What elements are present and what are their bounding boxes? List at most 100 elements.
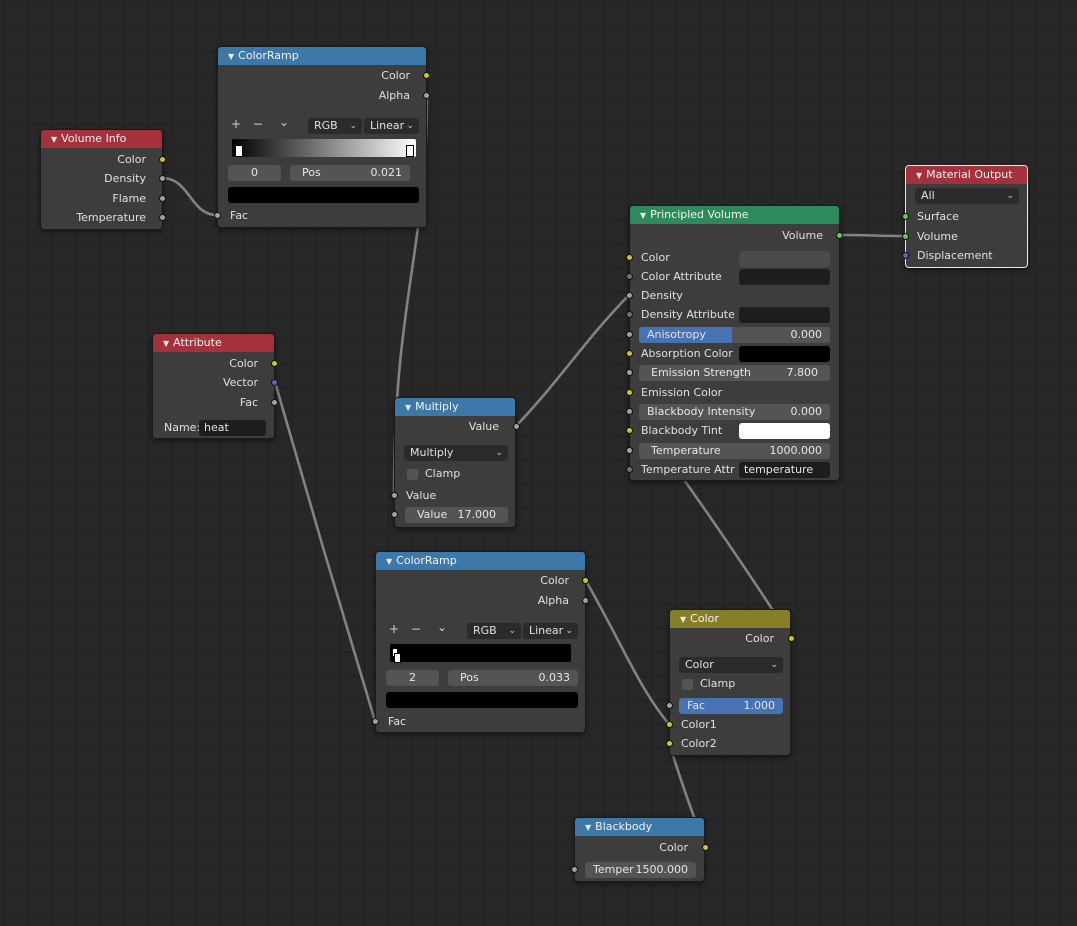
node-header[interactable]: ▼Color [670, 610, 790, 628]
add-stop-button[interactable]: + [231, 117, 242, 131]
collapse-icon[interactable]: ▼ [916, 171, 923, 180]
color-ramp-gradient[interactable] [232, 139, 416, 157]
density-attribute-field[interactable] [739, 307, 830, 323]
input-socket-color[interactable] [626, 254, 633, 261]
color-swatch[interactable] [739, 251, 830, 267]
collapse-icon[interactable]: ▼ [228, 52, 235, 61]
input-socket-displacement[interactable] [902, 252, 909, 259]
clamp-checkbox[interactable] [682, 679, 693, 690]
principled-volume-node[interactable]: ▼Principled Volume Volume Color Color At… [626, 205, 843, 481]
output-socket-fac[interactable] [271, 399, 278, 406]
output-socket-temperature[interactable] [159, 214, 166, 221]
output-socket-vector[interactable] [271, 379, 278, 386]
collapse-icon[interactable]: ▼ [163, 339, 170, 348]
node-header[interactable]: ▼Attribute [153, 334, 274, 352]
input-socket-absorption-color[interactable] [626, 350, 633, 357]
input-socket-blackbody-intensity[interactable] [626, 408, 633, 415]
output-socket-alpha[interactable] [582, 597, 589, 604]
output-socket-density[interactable] [159, 175, 166, 182]
stop-index-field[interactable]: 2 [386, 670, 439, 686]
stop-index-field[interactable]: 0 [228, 165, 281, 181]
target-select[interactable]: All⌄ [915, 188, 1019, 204]
blend-mode-select[interactable]: Color⌄ [679, 657, 783, 673]
input-socket-value-1[interactable] [391, 492, 398, 499]
material-output-node[interactable]: ▼Material Output All⌄ Surface Volume Dis… [902, 165, 1028, 268]
collapse-icon[interactable]: ▼ [51, 135, 58, 144]
interpolation-select[interactable]: Linear⌄ [523, 623, 578, 639]
input-socket-color1[interactable] [666, 721, 673, 728]
blackbody-tint-swatch[interactable] [739, 423, 830, 439]
stop-color-swatch[interactable] [228, 187, 419, 203]
ramp-stop-active[interactable] [394, 653, 401, 663]
output-socket-flame[interactable] [159, 195, 166, 202]
input-socket-color-attribute[interactable] [626, 273, 633, 280]
output-socket-color[interactable] [159, 156, 166, 163]
remove-stop-button[interactable]: − [253, 117, 264, 131]
node-header[interactable]: ▼Volume Info [41, 130, 162, 148]
ramp-stop-white[interactable] [406, 145, 414, 157]
collapse-icon[interactable]: ▼ [405, 403, 412, 412]
output-socket-color[interactable] [423, 72, 430, 79]
output-socket-color[interactable] [702, 844, 709, 851]
input-socket-temperature[interactable] [626, 447, 633, 454]
ramp-stop-black[interactable] [235, 145, 243, 157]
remove-stop-button[interactable]: − [411, 622, 422, 636]
output-socket-color[interactable] [788, 635, 795, 642]
input-socket-color2[interactable] [666, 740, 673, 747]
output-socket-color[interactable] [582, 577, 589, 584]
collapse-icon[interactable]: ▼ [386, 557, 393, 566]
operation-select[interactable]: Multiply⌄ [404, 445, 508, 461]
input-socket-surface[interactable] [902, 213, 909, 220]
node-header[interactable]: ▼Material Output [906, 166, 1027, 184]
input-socket-value-2[interactable] [391, 511, 398, 518]
output-socket-volume[interactable] [836, 232, 843, 239]
output-socket-value[interactable] [513, 423, 520, 430]
volume-info-node[interactable]: ▼Volume Info Color Density Flame Tempera… [40, 129, 166, 230]
node-header[interactable]: ▼Blackbody [575, 818, 704, 836]
collapse-icon[interactable]: ▼ [585, 823, 592, 832]
color-ramp-gradient[interactable] [390, 644, 571, 662]
output-socket-alpha[interactable] [423, 92, 430, 99]
colorramp-node-2[interactable]: ▼ColorRamp Color Alpha + − ⌄ RGB⌄ Linear… [372, 551, 589, 733]
colorramp-node-1[interactable]: ▼ColorRamp Color Alpha + − ⌄ RGB⌄ Linear… [214, 46, 430, 228]
input-socket-density-attribute[interactable] [626, 311, 633, 318]
ramp-menu-button[interactable]: ⌄ [437, 620, 448, 634]
input-socket-fac[interactable] [666, 702, 673, 709]
input-socket-temperature[interactable] [571, 866, 578, 873]
input-socket-fac[interactable] [214, 212, 221, 219]
collapse-icon[interactable]: ▼ [640, 211, 647, 220]
interpolation-select[interactable]: Linear⌄ [364, 118, 419, 134]
absorption-color-swatch[interactable] [739, 346, 830, 362]
node-header[interactable]: ▼Principled Volume [630, 206, 839, 224]
input-socket-blackbody-tint[interactable] [626, 427, 633, 434]
temperature-attribute-field[interactable]: temperature [739, 462, 830, 478]
ramp-menu-button[interactable]: ⌄ [279, 115, 290, 129]
math-multiply-node[interactable]: ▼Multiply Value Multiply⌄ Clamp Value Va… [391, 397, 520, 528]
color-mode-select[interactable]: RGB⌄ [467, 623, 521, 639]
input-socket-density[interactable] [626, 292, 633, 299]
collapse-icon[interactable]: ▼ [680, 615, 687, 624]
input-socket-fac[interactable] [372, 718, 379, 725]
input-socket-temperature-attr[interactable] [626, 466, 633, 473]
input-socket-volume[interactable] [902, 233, 909, 240]
color-attribute-field[interactable] [739, 269, 830, 285]
clamp-checkbox[interactable] [407, 469, 418, 480]
color-mode-select[interactable]: RGB⌄ [308, 118, 362, 134]
input-socket-anisotropy[interactable] [626, 331, 633, 338]
add-stop-button[interactable]: + [389, 622, 400, 636]
output-socket-color[interactable] [271, 360, 278, 367]
node-header[interactable]: ▼ColorRamp [376, 552, 585, 570]
attribute-node[interactable]: ▼Attribute Color Vector Fac Name: heat [152, 333, 278, 439]
node-header[interactable]: ▼ColorRamp [218, 47, 426, 65]
